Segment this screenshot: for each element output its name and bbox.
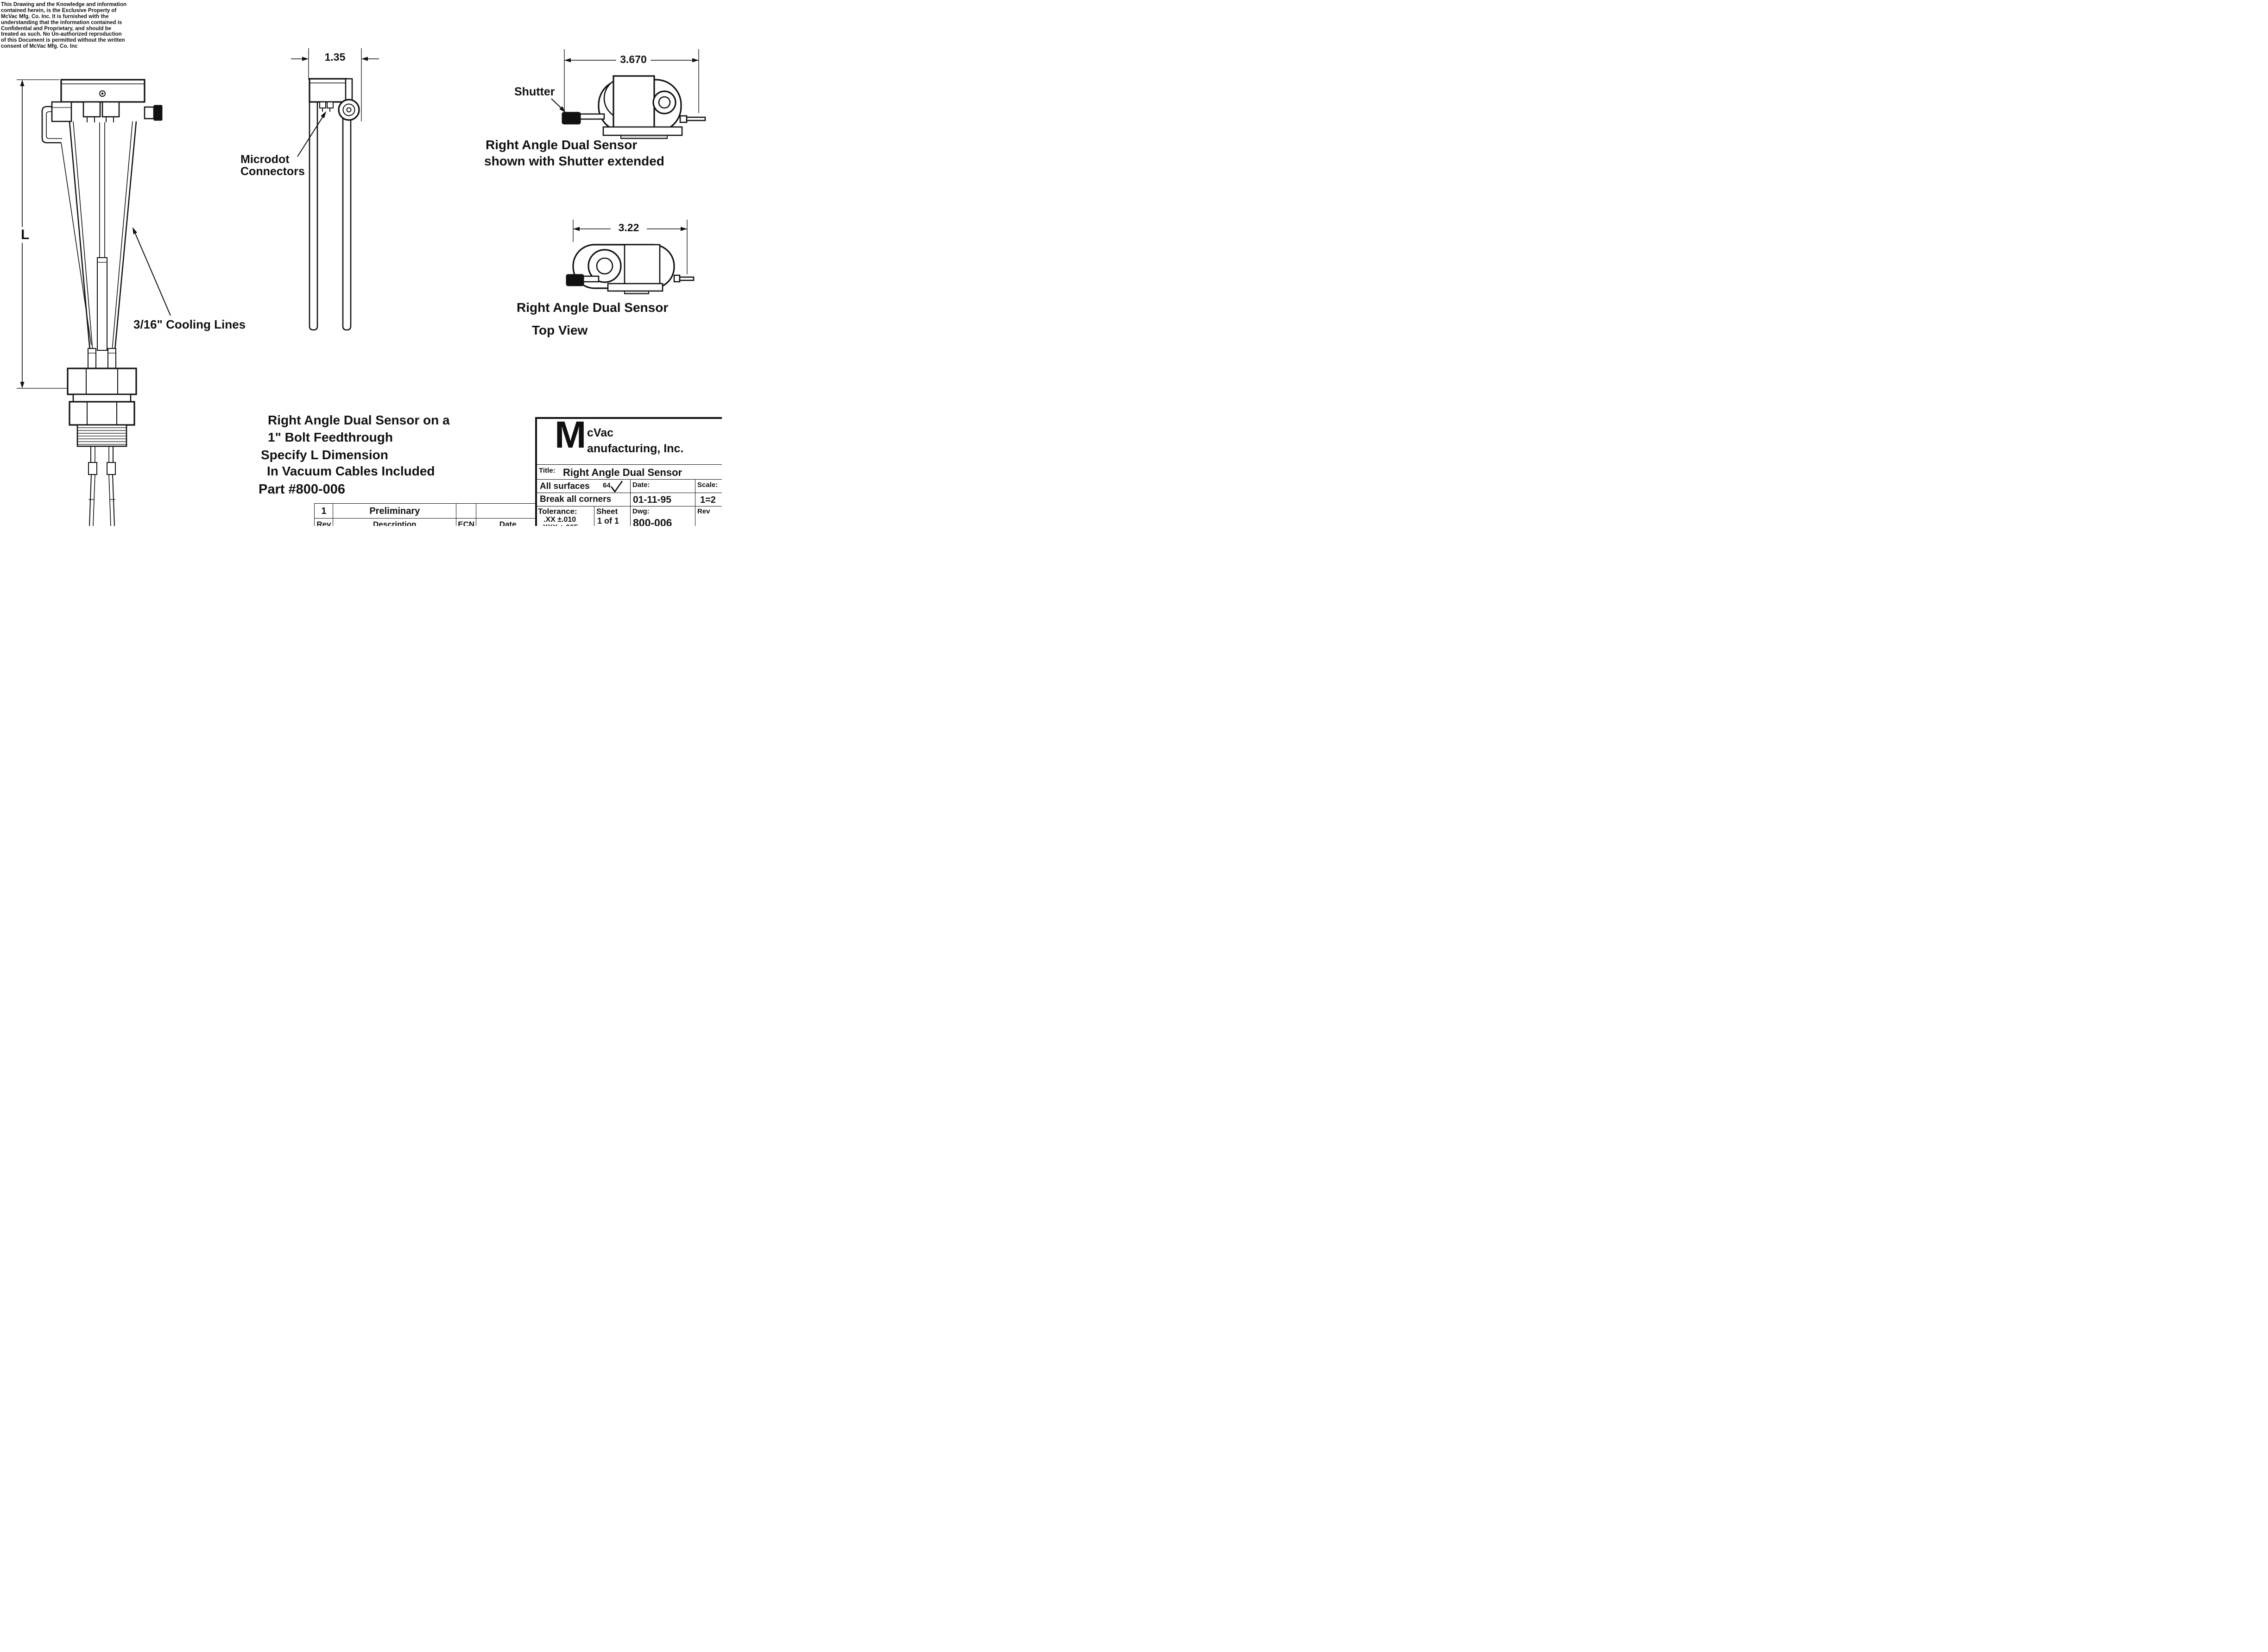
title-row: Title: Right Angle Dual Sensor (537, 464, 722, 481)
date-value: 01-11-95 (633, 494, 671, 505)
cooling-lines-leader (133, 227, 171, 316)
surface-finish-icon (610, 481, 623, 493)
scale-value: 1=2 (700, 495, 716, 505)
revision-table: 1 Preliminary Rev Description ECN Date (314, 503, 540, 526)
revision-description: Preliminary (332, 503, 457, 519)
shutter-tip (562, 112, 581, 125)
shutter-view-drawing (562, 75, 706, 139)
dimension-l-label: L (19, 227, 32, 243)
title-block: M cVac anufacturing, Inc. Title: Right A… (535, 414, 722, 526)
top-view-drawing (566, 244, 695, 294)
surface-finish-value: 64 (603, 481, 611, 489)
logo-line1: cVac (587, 426, 614, 439)
tolerance-xxx: .XXX ±.005 (541, 524, 578, 526)
tolerance-label: Tolerance: (538, 507, 577, 516)
dwg-label: Dwg: (632, 507, 650, 515)
date-label-cell: Date: (630, 479, 697, 494)
knurled-connector (153, 105, 163, 121)
side-view-dimension (291, 48, 379, 121)
cooling-lines-label: 3/16" Cooling Lines (133, 317, 246, 331)
revision-header-description: Description (332, 518, 457, 526)
revision-header-date: Date (475, 518, 540, 526)
side-view-drawing (309, 78, 360, 331)
logo-line2: anufacturing, Inc. (587, 442, 684, 455)
tolerance-xx: .XX ±.010 (543, 516, 576, 524)
front-view-drawing (41, 79, 163, 526)
shutter-leader (551, 98, 566, 113)
description-line3: Specify L Dimension (261, 448, 388, 462)
revision-header-row: Rev Description ECN Date (314, 518, 540, 526)
revision-ecn (456, 503, 477, 519)
top-view-caption-line2: Top View (532, 323, 588, 337)
dimension-1-35-label: 1.35 (324, 51, 346, 63)
description-line4: In Vacuum Cables Included (267, 464, 435, 478)
rev-label: Rev (697, 507, 710, 515)
drawing-linework (17, 48, 706, 526)
dwg-value: 800-006 (633, 517, 672, 526)
sheet-label: Sheet (596, 507, 618, 516)
sheet-value: 1 of 1 (597, 516, 619, 525)
revision-header-rev: Rev (314, 518, 334, 526)
description-line2: 1" Bolt Feedthrough (268, 430, 393, 444)
revision-row: 1 Preliminary (314, 503, 540, 519)
shutter-view-caption-line1: Right Angle Dual Sensor (486, 138, 638, 152)
revision-header-ecn: ECN (456, 518, 477, 526)
sheet-cell: Sheet 1 of 1 (594, 506, 632, 526)
all-surfaces-cell: All surfaces 64 (537, 479, 632, 494)
title-label: Title: (539, 467, 556, 475)
scale-value-cell: 1=2 (695, 493, 722, 508)
tolerance-cell: Tolerance: .XX ±.010 .XXX ±.005 (537, 506, 595, 526)
shutter-tip-top (566, 274, 584, 286)
all-surfaces-label: All surfaces (540, 481, 590, 491)
part-number: Part #800-006 (259, 482, 346, 497)
shutter-label: Shutter (514, 85, 555, 98)
scale-label-cell: Scale: (695, 479, 722, 494)
company-logo: M cVac anufacturing, Inc. (537, 414, 722, 466)
shutter-view-caption-line2: shown with Shutter extended (484, 154, 664, 168)
dwg-cell: Dwg: 800-006 (630, 506, 697, 526)
microdot-label-line1: Microdot (240, 153, 290, 166)
dimension-3-670-label: 3.670 (620, 53, 647, 65)
top-view-dimension (573, 220, 688, 274)
title-value: Right Angle Dual Sensor (563, 467, 682, 478)
break-corners-cell: Break all corners (537, 493, 632, 508)
scale-label: Scale: (697, 481, 718, 489)
description-line1: Right Angle Dual Sensor on a (268, 413, 450, 427)
logo-letter-m: M (555, 414, 586, 456)
revision-number: 1 (314, 503, 334, 519)
rev-cell: Rev (695, 506, 722, 526)
shutter-view-dimension (564, 49, 699, 113)
revision-date (475, 503, 540, 519)
dimension-3-22-label: 3.22 (618, 222, 639, 234)
drawing-sheet: This Drawing and the Knowledge and infor… (0, 0, 722, 526)
confidentiality-notice: This Drawing and the Knowledge and infor… (1, 2, 126, 50)
break-corners-label: Break all corners (540, 494, 612, 504)
top-view-caption-line1: Right Angle Dual Sensor (517, 300, 669, 315)
microdot-leader (297, 111, 326, 157)
date-label: Date: (632, 481, 650, 489)
microdot-label-line2: Connectors (240, 165, 305, 178)
